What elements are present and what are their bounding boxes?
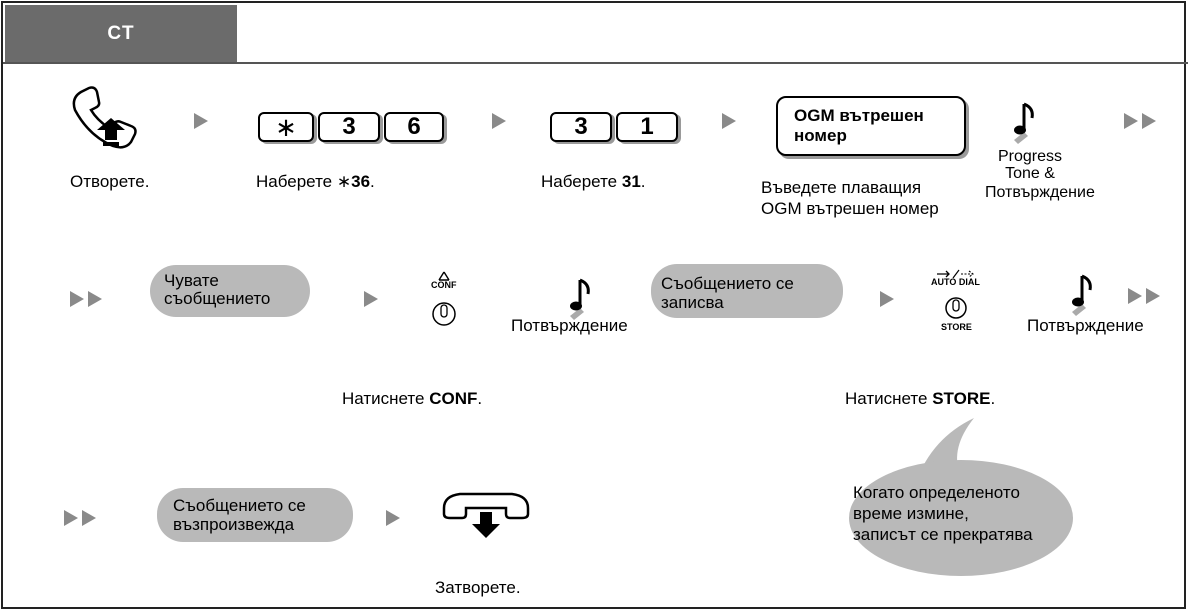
confirm-tone-caption: Потвърждение	[985, 184, 1095, 201]
continue-double-arrow	[70, 291, 104, 307]
on-hook-caption: Затворете.	[435, 578, 521, 597]
key-6: 6	[384, 112, 444, 142]
key-3: 3	[318, 112, 380, 142]
continue-double-arrow	[1124, 113, 1158, 129]
step-arrow	[722, 113, 736, 129]
confirm-tone-caption: Потвърждение	[511, 316, 628, 335]
bubble-line2: време измине,	[853, 504, 969, 523]
step-arrow	[194, 113, 208, 129]
continue-double-arrow	[64, 510, 98, 526]
ogm-caption-line2: OGM вътрешен номер	[761, 199, 939, 218]
key-star: ∗	[258, 112, 314, 142]
bubble-line1: Когато определеното	[853, 483, 1020, 502]
key-3: 3	[550, 112, 612, 142]
hear-message-bubble: Чувате съобщението	[150, 265, 310, 317]
press-conf-caption: Натиснете CONF.	[342, 389, 483, 408]
step-arrow	[364, 291, 378, 307]
ogm-caption-line1: Въведете плаващия	[761, 178, 922, 197]
dial31-caption: Наберете 31.	[541, 172, 646, 191]
auto-dial-label: AUTO DIAL	[931, 277, 980, 287]
progress-tone-caption: Progress Tone &	[997, 148, 1063, 182]
continue-double-arrow	[1128, 288, 1162, 304]
tone-note-icon	[570, 278, 590, 320]
conf-button-icon	[432, 271, 456, 326]
tone-note-icon	[1072, 274, 1092, 316]
speech-bubble-shape	[849, 418, 1073, 576]
key-1: 1	[616, 112, 678, 142]
store-button-icon	[937, 269, 974, 319]
bubble-line3: записът се прекратява	[853, 525, 1033, 544]
step-arrow	[386, 510, 400, 526]
ogm-extension-box: OGM вътрешен номер	[776, 96, 966, 156]
step-arrow	[492, 113, 506, 129]
confirm-tone-caption: Потвърждение	[1027, 316, 1144, 335]
off-hook-caption: Отворете.	[70, 172, 150, 191]
tone-note-icon	[1014, 102, 1034, 144]
store-label: STORE	[941, 322, 972, 332]
off-hook-handset-icon	[72, 86, 137, 149]
conf-key-label: CONF	[431, 280, 457, 290]
dial-star36-caption: Наберете ∗36.	[256, 172, 375, 191]
on-hook-handset-icon	[442, 492, 530, 538]
press-store-caption: Натиснете STORE.	[845, 389, 996, 408]
playback-bubble: Съобщението се възпроизвежда	[157, 488, 353, 542]
step-arrow	[880, 291, 894, 307]
recording-bubble: Съобщението се записва	[651, 264, 843, 318]
header-bar: CT	[3, 3, 1188, 64]
ct-tab: CT	[5, 5, 237, 62]
